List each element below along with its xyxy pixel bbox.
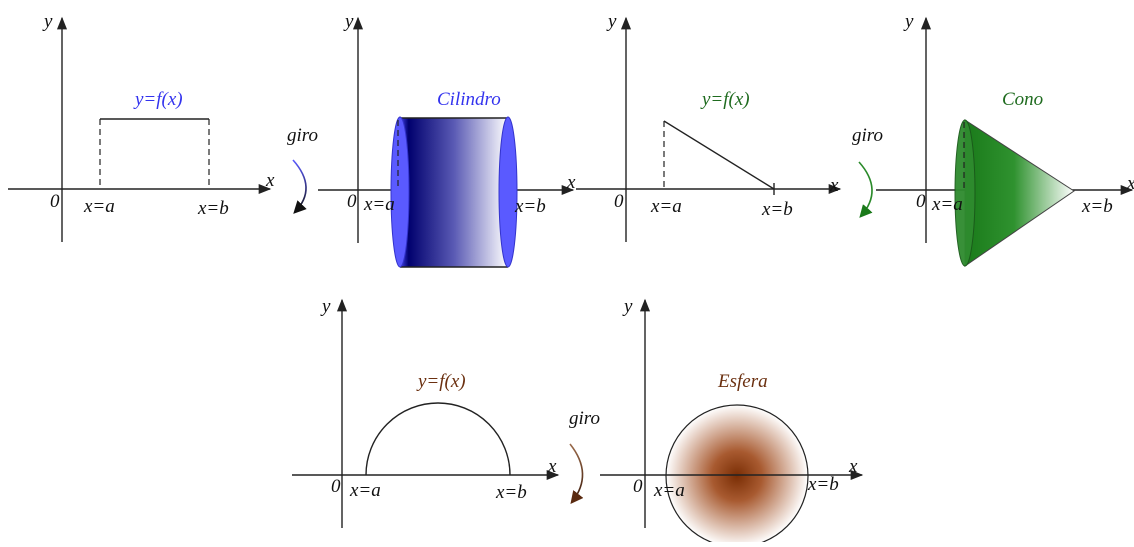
- x-a-label-5: x=a: [349, 480, 381, 501]
- x-b-label-2: x=b: [514, 196, 546, 217]
- x-axis-label-3: x: [829, 175, 839, 196]
- cylinder-left-base: [390, 116, 410, 268]
- rotation-arrow-2: giro: [852, 125, 883, 218]
- rotation-label-2: giro: [852, 125, 883, 146]
- panel-semicircle-function: y x 0 x=a x=b y=f(x): [292, 296, 560, 528]
- rotation-label-1: giro: [287, 125, 318, 146]
- rotation-label-3: giro: [569, 408, 600, 429]
- rotation-arrow-3: giro: [569, 408, 600, 505]
- origin-label-6: 0: [633, 476, 643, 497]
- y-axis-label-5: y: [320, 296, 331, 317]
- panel-rectangle-function: y x 0 x=a x=b y=f(x): [8, 11, 275, 242]
- x-a-label-2: x=a: [363, 194, 395, 215]
- curved-arrow-icon: [858, 161, 873, 218]
- function-label-1: y=f(x): [133, 89, 183, 110]
- cylinder-right-base: [498, 116, 518, 268]
- panel-sphere: y x 0 x=a x=b Esfera: [600, 296, 864, 547]
- x-axis-label-6: x: [848, 456, 858, 477]
- function-semicircle-arc: [365, 402, 511, 476]
- origin-label-2: 0: [347, 191, 357, 212]
- cone-base: [954, 119, 976, 267]
- panel-cylinder: y x 0 x=a x=b Cilindro: [318, 11, 576, 268]
- x-b-label-3: x=b: [761, 199, 793, 220]
- panel-triangle-function: y x 0 x=a x=b y=f(x): [576, 11, 842, 242]
- origin-label-4: 0: [916, 191, 926, 212]
- panel-cone: y x 0 x=a x=b Cono: [876, 11, 1134, 267]
- y-axis-label-1: y: [42, 11, 53, 32]
- solid-title-sphere: Esfera: [717, 371, 768, 392]
- x-b-label-6: x=b: [807, 474, 839, 495]
- y-axis-label-6: y: [622, 296, 633, 317]
- x-b-label-1: x=b: [197, 198, 229, 219]
- function-label-3: y=f(x): [700, 89, 750, 110]
- origin-label-5: 0: [331, 476, 341, 497]
- y-axis-label-3: y: [606, 11, 617, 32]
- solid-title-cone: Cono: [1002, 89, 1043, 110]
- function-line-decreasing: [663, 120, 775, 190]
- x-axis-label-2: x: [566, 172, 576, 193]
- x-a-label-1: x=a: [83, 196, 115, 217]
- x-a-label-6: x=a: [653, 480, 685, 501]
- x-a-label-4: x=a: [931, 194, 963, 215]
- x-axis-label-4: x: [1126, 173, 1134, 194]
- solid-title-cylinder: Cilindro: [437, 89, 501, 110]
- rotation-arrow-1: giro: [287, 125, 318, 214]
- x-axis-label-1: x: [265, 170, 275, 191]
- x-b-label-4: x=b: [1081, 196, 1113, 217]
- x-axis-label-5: x: [547, 456, 557, 477]
- y-axis-label-2: y: [343, 11, 354, 32]
- x-a-label-3: x=a: [650, 196, 682, 217]
- origin-label-3: 0: [614, 191, 624, 212]
- function-label-5: y=f(x): [416, 371, 466, 392]
- cone-body: [964, 119, 1075, 267]
- y-axis-label-4: y: [903, 11, 914, 32]
- curved-arrow-icon: [569, 443, 584, 505]
- curved-arrow-icon: [292, 159, 307, 214]
- sphere-body: [665, 404, 809, 547]
- x-b-label-5: x=b: [495, 482, 527, 503]
- cylinder-body: [400, 118, 508, 267]
- origin-label-1: 0: [50, 191, 60, 212]
